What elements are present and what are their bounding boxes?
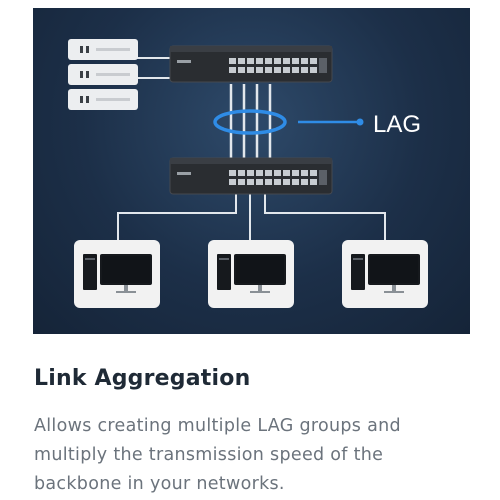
workstation bbox=[342, 240, 428, 308]
access-switch bbox=[169, 157, 333, 195]
core-switch bbox=[169, 45, 333, 83]
network-diagram: LAG bbox=[33, 8, 470, 334]
lag-label: LAG bbox=[373, 111, 422, 138]
feature-title: Link Aggregation bbox=[34, 366, 251, 391]
workstation bbox=[74, 240, 160, 308]
server-stack bbox=[68, 39, 138, 110]
workstation bbox=[208, 240, 294, 308]
downlink-left bbox=[117, 188, 237, 240]
feature-description: Allows creating multiple LAG groups and … bbox=[34, 416, 401, 494]
switch-ports bbox=[229, 58, 317, 73]
downlink-right bbox=[264, 188, 386, 240]
lag-pointer-dot bbox=[356, 118, 364, 126]
lag-uplinks bbox=[229, 84, 272, 160]
switch-ports bbox=[229, 170, 317, 185]
server-unit bbox=[68, 64, 138, 85]
server-links bbox=[137, 57, 173, 79]
lag-ring bbox=[213, 109, 287, 135]
diagram-graphic bbox=[68, 39, 428, 308]
server-unit bbox=[68, 39, 138, 60]
downlinks bbox=[117, 188, 386, 242]
server-unit bbox=[68, 89, 138, 110]
